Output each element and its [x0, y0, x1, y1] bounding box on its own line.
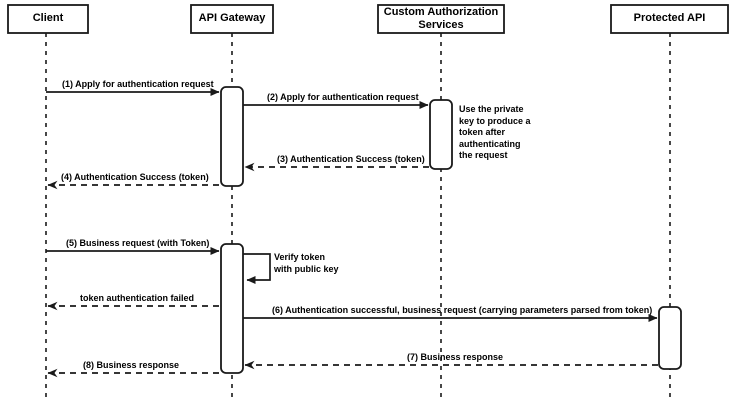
message-label-4: (4) Authentication Success (token) [61, 172, 209, 182]
self-message-label-verify-token: Verify token with public key [274, 252, 339, 274]
message-label-3: (3) Authentication Success (token) [277, 154, 425, 164]
activation-authsvc-1 [429, 99, 453, 170]
activation-gateway-1 [220, 86, 244, 187]
participant-label-protected: Protected API [633, 12, 706, 24]
participant-box-authsvc[interactable] [377, 4, 505, 34]
message-label-6: (6) Authentication successful, business … [272, 305, 653, 315]
participant-label-client: Client [32, 12, 64, 24]
activation-protected-1 [658, 306, 682, 370]
note-private-key: Use the private key to produce a token a… [459, 104, 531, 160]
self-message-path[interactable] [243, 253, 271, 284]
message-label-5: (5) Business request (with Token) [66, 238, 210, 248]
participant-box-gateway[interactable] [190, 4, 274, 34]
participant-box-protected[interactable] [610, 4, 729, 34]
participant-label-gateway: API Gateway [198, 12, 266, 24]
activation-bars [220, 86, 682, 374]
message-arrows [46, 88, 658, 378]
self-message-verify-token [243, 253, 271, 284]
message-label-8: (8) Business response [83, 360, 180, 370]
message-label-1: (1) Apply for authentication request [62, 79, 214, 89]
activation-gateway-2 [220, 243, 244, 374]
message-label-7: (7) Business response [407, 352, 504, 362]
message-label-2: (2) Apply for authentication request [267, 92, 419, 102]
participant-label-authsvc: Custom Authorization Services [383, 6, 499, 31]
participant-box-client[interactable] [7, 4, 89, 34]
message-label-token-failed: token authentication failed [80, 293, 195, 303]
participant-boxes [7, 4, 729, 34]
